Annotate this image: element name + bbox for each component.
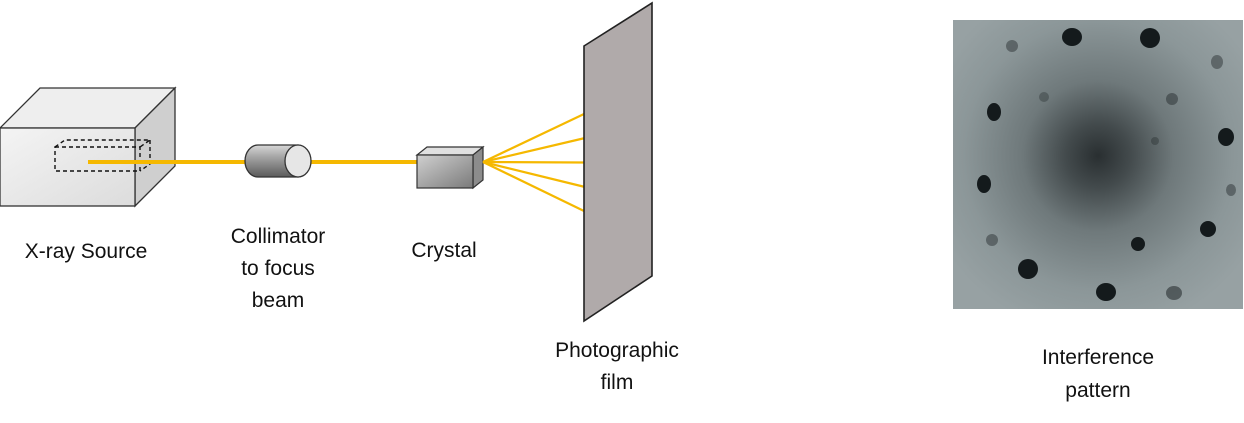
diffracted-beam xyxy=(482,160,585,188)
diffracted-beam xyxy=(482,161,585,212)
interference-pattern xyxy=(953,20,1243,309)
diffraction-spot xyxy=(1211,55,1223,69)
diffraction-spot xyxy=(986,234,998,246)
pattern-label-line2: pattern xyxy=(1065,379,1130,402)
diffraction-spot xyxy=(977,175,991,193)
film-label-line2: film xyxy=(601,371,634,394)
diffracted-beam xyxy=(482,160,585,164)
diffraction-spot xyxy=(1166,286,1182,300)
diffraction-spot xyxy=(1018,259,1038,279)
xray-source-label: X-ray Source xyxy=(25,240,148,263)
crystal xyxy=(415,145,485,190)
diffraction-spot xyxy=(1218,128,1234,146)
photographic-film xyxy=(583,1,653,323)
diffracted-beams xyxy=(482,113,585,212)
collimator-label-line3: beam xyxy=(252,289,305,312)
diffraction-spot xyxy=(1140,28,1160,48)
diffraction-spot xyxy=(1006,40,1018,52)
film-label-line1: Photographic xyxy=(555,339,679,362)
diffraction-spot xyxy=(1200,221,1216,237)
diffraction-spot xyxy=(987,103,1001,121)
collimator xyxy=(244,144,312,178)
collimator-label-line1: Collimator xyxy=(231,225,326,248)
diffraction-spot xyxy=(1166,93,1178,105)
collimator-label-line2: to focus xyxy=(241,257,315,280)
diffraction-spots xyxy=(977,28,1236,301)
diffraction-spot xyxy=(1062,28,1082,46)
xray-source-box xyxy=(0,86,177,208)
diffraction-spot xyxy=(1131,237,1145,251)
diffracted-beam xyxy=(482,113,585,163)
diffraction-spot xyxy=(1226,184,1236,196)
crystal-label: Crystal xyxy=(411,239,476,262)
diffraction-spot xyxy=(1039,92,1049,102)
pattern-label-line1: Interference xyxy=(1042,346,1154,369)
diffracted-beam xyxy=(482,137,585,164)
diffraction-spot xyxy=(1096,283,1116,301)
diffraction-spot xyxy=(1151,137,1159,145)
